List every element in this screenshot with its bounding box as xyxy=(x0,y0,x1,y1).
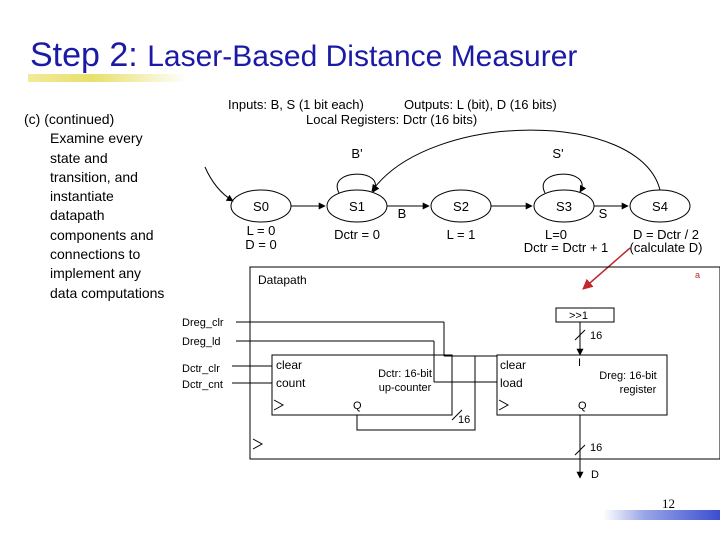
self-loop-s3 xyxy=(542,173,587,194)
s1-action: Dctr = 0 xyxy=(334,227,380,242)
s4-action-note: (calculate D) xyxy=(630,240,703,255)
signal-dctr-cnt: Dctr_cnt xyxy=(182,379,223,391)
init-arrow xyxy=(204,166,234,202)
output-d-label: D xyxy=(591,469,599,481)
edge-s4-s1 xyxy=(371,129,661,192)
note-line: connections to xyxy=(50,246,141,263)
bus-width-label: 16 xyxy=(590,442,602,454)
title-underline-decoration xyxy=(28,74,188,82)
counter-count: count xyxy=(276,376,306,390)
notes-list: (c) (continued) Examine every state and … xyxy=(24,110,164,303)
s0-action-l: L = 0 xyxy=(247,223,276,238)
s0-action-d: D = 0 xyxy=(245,237,276,252)
label-s-prime: S' xyxy=(552,146,563,161)
counter-kind: up-counter xyxy=(379,382,432,394)
register-clock-icon xyxy=(498,399,510,411)
state-s3-label: S3 xyxy=(556,199,572,214)
note-line: datapath xyxy=(50,207,105,224)
datapath-box xyxy=(249,266,720,460)
register-name: Dreg: 16-bit xyxy=(599,370,656,382)
note-line: (c) (continued) xyxy=(24,111,115,127)
note-line: components and xyxy=(50,226,154,243)
bus-slash-icon xyxy=(574,444,586,456)
note-line: transition, and xyxy=(50,168,138,185)
annotation-marker: a xyxy=(695,270,700,280)
label-b: B xyxy=(398,206,407,221)
note-line: instantiate xyxy=(50,188,114,205)
register-load: load xyxy=(500,376,523,390)
state-s1-label: S1 xyxy=(349,199,365,214)
datapath-clock-icon xyxy=(252,438,264,450)
note-line: state and xyxy=(50,149,108,166)
s3-action-dctr: Dctr = Dctr + 1 xyxy=(524,240,609,255)
datapath-title: Datapath xyxy=(258,273,307,287)
note-line: data computations xyxy=(50,284,165,301)
page-number: 12 xyxy=(662,496,675,511)
fsm-inputs: Inputs: B, S (1 bit each) xyxy=(228,97,364,112)
annotation-arrow xyxy=(582,247,631,290)
signal-dreg-ld: Dreg_ld xyxy=(182,336,221,348)
fsm-outputs: Outputs: L (bit), D (16 bits) xyxy=(404,97,557,112)
title-step: Step 2: xyxy=(30,36,138,74)
counter-clock-icon xyxy=(273,399,285,411)
bus-counter-to-register xyxy=(356,355,497,431)
s4-action: D = Dctr / 2 xyxy=(633,227,699,242)
note-line: Examine every xyxy=(50,130,143,147)
state-s4-label: S4 xyxy=(652,199,668,214)
signal-dctr-clr: Dctr_clr xyxy=(182,363,220,375)
shifter-box xyxy=(555,307,615,323)
counter-clear: clear xyxy=(276,358,302,372)
slide-title: Step 2: Laser-Based Distance Measurer xyxy=(30,36,577,75)
shifter-label: >>1 xyxy=(569,310,588,322)
register-clear: clear xyxy=(500,358,526,372)
footer-bar-decoration xyxy=(603,510,720,520)
label-s: S xyxy=(599,206,608,221)
counter-q: Q xyxy=(353,400,362,412)
note-line: implement any xyxy=(50,265,142,282)
register-kind: register xyxy=(620,384,657,396)
counter-box xyxy=(271,354,453,416)
state-s0-label: S0 xyxy=(253,199,269,214)
register-input: I xyxy=(578,357,581,369)
register-q: Q xyxy=(578,400,587,412)
bus-slash-icon xyxy=(451,409,463,421)
s3-action-l: L=0 xyxy=(545,227,567,242)
bus-width-label: 16 xyxy=(590,330,602,342)
signal-dreg-clr: Dreg_clr xyxy=(182,317,224,329)
state-s2-label: S2 xyxy=(453,199,469,214)
bus-slash-icon xyxy=(574,329,586,341)
bus-width-label: 16 xyxy=(458,414,470,426)
title-main: Laser-Based Distance Measurer xyxy=(147,40,578,73)
s2-action: L = 1 xyxy=(447,227,476,242)
counter-name: Dctr: 16-bit xyxy=(378,368,432,380)
fsm-registers: Local Registers: Dctr (16 bits) xyxy=(306,112,478,127)
label-b-prime: B' xyxy=(351,146,362,161)
